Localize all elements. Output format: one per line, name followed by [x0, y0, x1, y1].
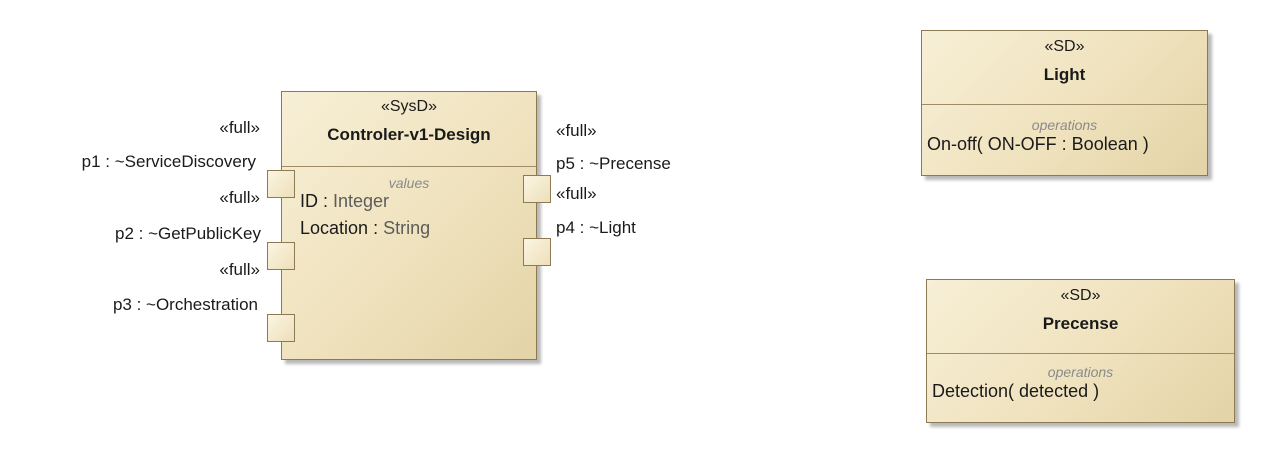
- operations-compartment-label: operations: [1047, 364, 1114, 380]
- light-operations-compartment: operations On-off( ON-OFF : Boolean ): [922, 104, 1207, 155]
- property-id-name: ID: [300, 191, 318, 211]
- port-p5[interactable]: [523, 175, 551, 203]
- port-p3-label: p3 : ~Orchestration: [112, 295, 258, 314]
- port-p3[interactable]: [267, 314, 295, 342]
- port-p1-stereotype: «full»: [219, 118, 260, 137]
- controller-header: «SysD» Controler-v1-Design: [282, 92, 536, 166]
- property-id-type: Integer: [333, 191, 390, 211]
- controller-name: Controler-v1-Design: [327, 125, 491, 144]
- controller-values-compartment: values ID : Integer Location : String: [282, 166, 536, 239]
- light-stereotype: «SD»: [1044, 38, 1085, 55]
- precense-header: «SD» Precense: [927, 280, 1234, 353]
- port-p5-label: p5 : ~Precense: [556, 154, 671, 173]
- port-p2-stereotype: «full»: [219, 188, 260, 207]
- controller-block[interactable]: «SysD» Controler-v1-Design values ID : I…: [281, 91, 537, 360]
- operations-compartment-label: operations: [1031, 117, 1098, 133]
- precense-stereotype: «SD»: [1060, 287, 1101, 304]
- port-p5-stereotype: «full»: [556, 121, 597, 140]
- operation-on-off[interactable]: On-off( ON-OFF : Boolean ): [927, 134, 1149, 154]
- property-location[interactable]: Location : String: [300, 218, 431, 238]
- port-p3-stereotype: «full»: [219, 260, 260, 279]
- property-location-name: Location: [300, 218, 369, 238]
- port-p1[interactable]: [267, 170, 295, 198]
- precense-operations-compartment: operations Detection( detected ): [927, 353, 1234, 402]
- precense-name: Precense: [1042, 314, 1119, 333]
- port-p1-label: p1 : ~ServiceDiscovery: [81, 152, 256, 171]
- port-p4-stereotype: «full»: [556, 184, 597, 203]
- precense-block[interactable]: «SD» Precense operations Detection( dete…: [926, 279, 1235, 423]
- port-p4-label: p4 : ~Light: [556, 218, 636, 237]
- property-location-type: String: [383, 218, 431, 238]
- property-id[interactable]: ID : Integer: [300, 191, 390, 211]
- port-p2[interactable]: [267, 242, 295, 270]
- light-name: Light: [1043, 65, 1086, 84]
- port-p4[interactable]: [523, 238, 551, 266]
- port-p2-label: p2 : ~GetPublicKey: [114, 224, 261, 243]
- light-header: «SD» Light: [922, 31, 1207, 104]
- operation-detection[interactable]: Detection( detected ): [932, 381, 1100, 401]
- controller-stereotype: «SysD»: [380, 98, 438, 115]
- light-block[interactable]: «SD» Light operations On-off( ON-OFF : B…: [921, 30, 1208, 176]
- values-compartment-label: values: [388, 175, 430, 191]
